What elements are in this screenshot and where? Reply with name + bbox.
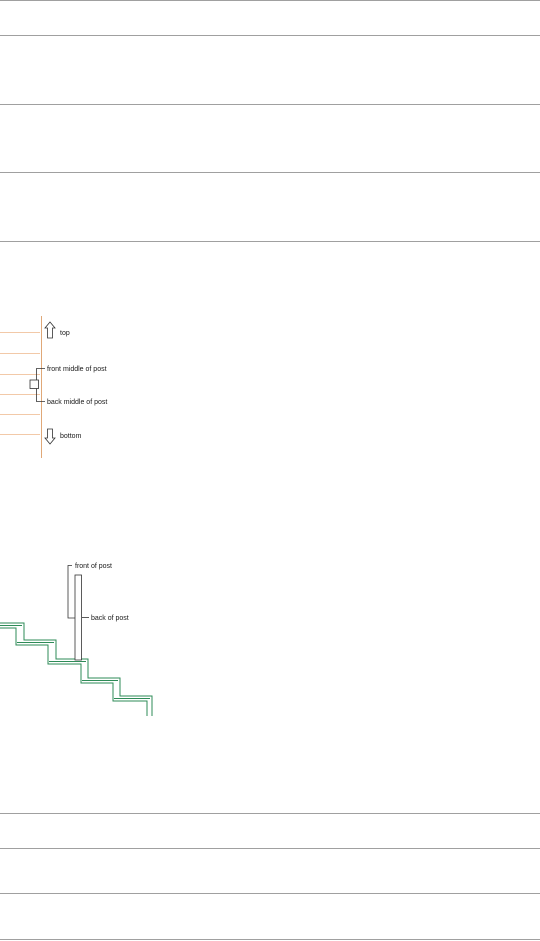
separator-line — [0, 35, 540, 36]
arrow-down-icon — [44, 428, 56, 445]
stair-outline-upper — [0, 622, 153, 716]
post-position-figure: top front middle of post back middle of … — [0, 300, 540, 470]
separator-line — [0, 813, 540, 814]
label-back-of-post: back of post — [91, 615, 129, 622]
label-back-middle: back middle of post — [47, 399, 107, 406]
separator-line — [0, 893, 540, 894]
label-front-of-post: front of post — [75, 563, 112, 570]
label-top: top — [60, 330, 70, 337]
guide-lines — [0, 332, 40, 435]
separator-line — [0, 241, 540, 242]
separator-line — [0, 0, 540, 1]
front-of-post-bracket — [67, 565, 75, 619]
stair-post-figure: front of post back of post — [0, 550, 540, 725]
separator-line — [0, 172, 540, 173]
separator-line — [0, 104, 540, 105]
back-middle-bracket — [36, 388, 45, 402]
stair-outline-lower — [0, 627, 148, 716]
label-bottom: bottom — [60, 433, 82, 440]
front-middle-bracket — [36, 368, 45, 380]
arrow-up-icon — [44, 321, 56, 339]
separator-line — [0, 848, 540, 849]
separator-line — [0, 939, 540, 940]
post-position-diagram: top front middle of post back middle of … — [0, 316, 107, 458]
stair-stringer — [0, 622, 153, 716]
post — [74, 574, 82, 661]
label-front-middle: front middle of post — [47, 366, 107, 373]
stair-post-diagram: front of post back of post — [0, 563, 153, 716]
post-square — [29, 379, 39, 389]
